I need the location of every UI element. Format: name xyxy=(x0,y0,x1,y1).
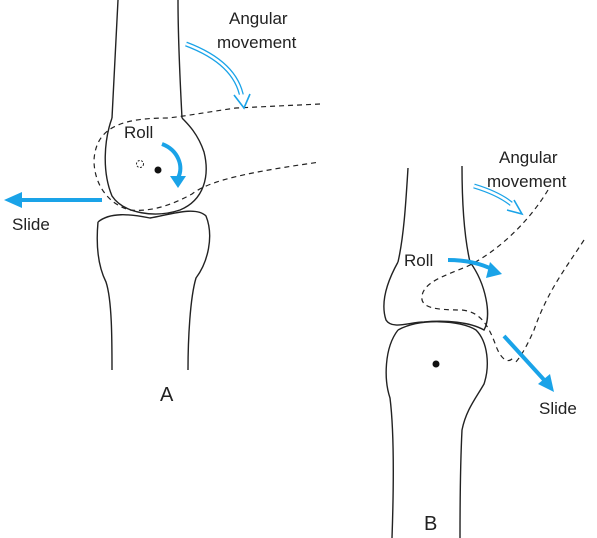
angular-label-line2-b: movement xyxy=(487,172,567,191)
axis-point-b xyxy=(433,361,440,368)
axis-point-a xyxy=(155,167,162,174)
femur-shaft-b xyxy=(398,166,470,262)
tibia-a xyxy=(97,211,209,370)
femur-end-b xyxy=(384,262,488,330)
panel-label-a: A xyxy=(160,384,174,406)
femur-shaft-a xyxy=(112,0,182,118)
angular-label-line2-a: movement xyxy=(217,33,297,52)
roll-label-a: Roll xyxy=(124,123,153,142)
angular-label-line1-a: Angular xyxy=(229,9,288,28)
panel-b: Angular movement Roll Slide B xyxy=(384,148,584,538)
angular-label-line1-b: Angular xyxy=(499,148,558,167)
panel-label-b: B xyxy=(424,513,437,535)
slide-label-a: Slide xyxy=(12,215,50,234)
roll-arrow-head-b xyxy=(486,262,502,278)
slide-label-b: Slide xyxy=(539,399,577,418)
slide-arrow-head-a xyxy=(4,192,22,208)
panel-a: Angular movement Roll Slide A xyxy=(4,0,320,406)
displaced-femur-shaft-b xyxy=(514,240,584,364)
tibia-b xyxy=(386,322,487,538)
femur-condyle-a xyxy=(105,118,206,214)
angular-movement-arrow-a xyxy=(186,44,250,108)
roll-label-b: Roll xyxy=(404,251,433,270)
slide-arrow-b xyxy=(504,336,546,382)
